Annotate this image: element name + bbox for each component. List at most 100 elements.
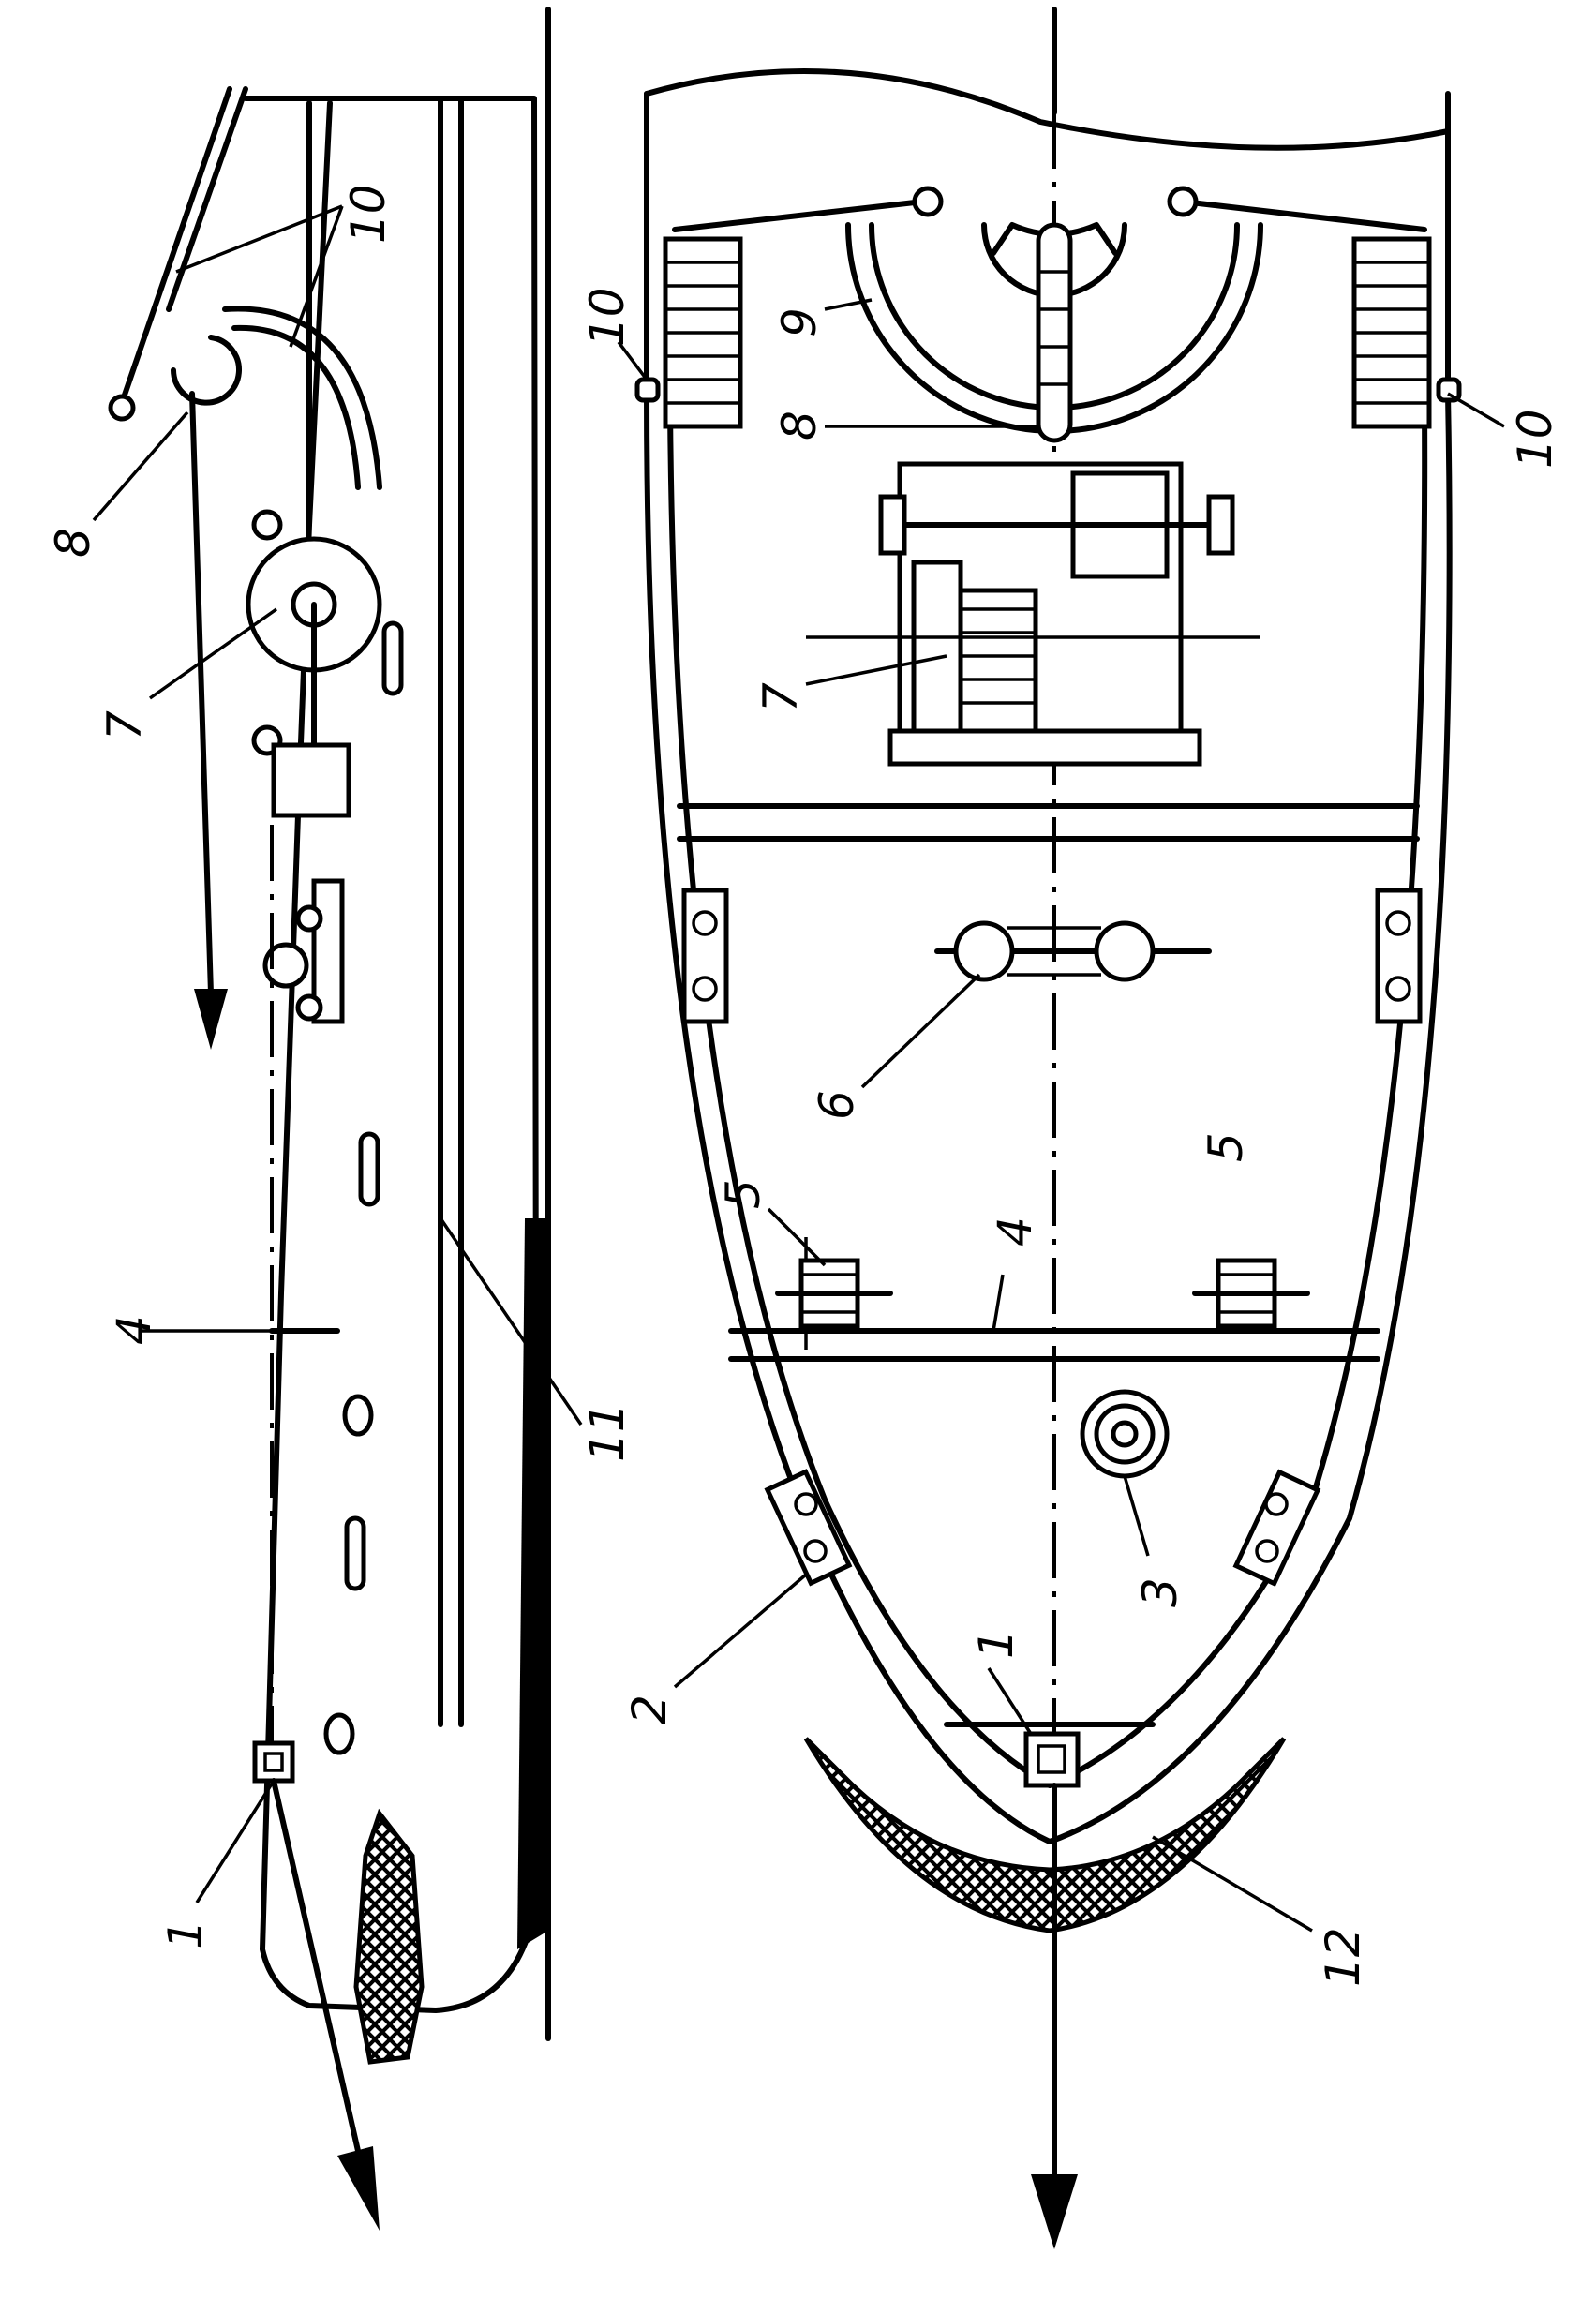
porthole-2 [358, 1131, 380, 1207]
span-wire-right [1180, 199, 1427, 232]
leader-11-side [439, 1217, 583, 1426]
callout-8-top: 8 [772, 411, 827, 440]
span-wire-left [672, 199, 931, 232]
winch-base [271, 742, 351, 818]
stanchion-10-left [634, 377, 661, 403]
span-wire-right-pulley [1167, 186, 1199, 217]
leader-8-side [92, 411, 189, 522]
leader-10-side-b [289, 205, 344, 348]
callout-12-top: 12 [1316, 1927, 1370, 1987]
side-bitt-right-upper [1375, 888, 1423, 1024]
hull-outer-top [644, 91, 1453, 1844]
towing-winch-7 [806, 461, 1260, 767]
bow-bitt-side [252, 1740, 295, 1784]
callout-10-side: 10 [341, 184, 395, 244]
leader-1-top [987, 1667, 1033, 1735]
windlass-6 [934, 920, 1212, 982]
side-bitt-left-upper-post-2 [692, 976, 718, 1002]
winch-5-right [1192, 1258, 1310, 1329]
callout-8-side: 8 [46, 528, 100, 558]
bitt-2-right-post-1 [1264, 1492, 1289, 1516]
tow-arrow-upper [194, 989, 228, 1050]
windlass-6-gypsy-left [953, 920, 1015, 982]
tow-hook-side [171, 335, 242, 406]
capstan-head [262, 942, 309, 989]
porthole-5 [323, 1712, 355, 1755]
callout-3-top: 3 [1133, 1577, 1187, 1607]
side-bitt-left-upper [681, 888, 729, 1024]
towing-winch-7-capstan-right [1206, 494, 1235, 556]
capstan-bollard-2 [295, 993, 323, 1022]
tow-line-upper [189, 391, 214, 996]
towing-arc-outer [222, 306, 382, 490]
callout-5-top-left: 5 [716, 1179, 770, 1209]
leader-3-top [1123, 1475, 1150, 1557]
callout-1-top: 1 [969, 1629, 1023, 1659]
break-line-top [644, 68, 1451, 151]
tow-arrow-top [1031, 2174, 1078, 2249]
leader-6-top [860, 973, 981, 1089]
callout-7-side: 7 [97, 710, 152, 740]
keel-shadow [517, 1218, 548, 1949]
leader-12-top [1152, 1835, 1313, 1933]
leader-4-top [992, 1274, 1005, 1332]
leader-1-side [195, 1780, 276, 1903]
bow-fender-side [353, 1808, 425, 2065]
callout-10-top-right: 10 [1508, 409, 1562, 469]
towing-frame-strut [166, 86, 248, 312]
side-bitt-right-upper-post-1 [1385, 910, 1411, 936]
bitt-2-right [1232, 1469, 1321, 1587]
callout-labels: 1 4 11 7 8 10 10 9 8 10 7 6 5 5 4 3 2 1 … [46, 184, 1562, 1987]
side-bitt-left-upper-post-1 [692, 910, 718, 936]
leader-7-top [805, 654, 947, 686]
callout-4-side: 4 [107, 1315, 161, 1345]
leader-9-top [824, 298, 873, 311]
towing-arc-inner [231, 324, 361, 490]
towing-frame [119, 86, 232, 406]
top-view [617, 7, 1505, 2249]
bitt-2-left-post-1 [794, 1492, 818, 1516]
leader-10-top-left [617, 340, 649, 381]
leader-2-top [673, 1573, 808, 1689]
towing-winch-7-base [887, 728, 1202, 767]
porthole-3 [342, 1394, 374, 1437]
bitt-2-left [764, 1469, 853, 1587]
callout-11-side: 11 [580, 1402, 634, 1462]
porthole-1 [381, 620, 404, 696]
tow-line-lower [271, 1778, 368, 2187]
hull-profile [243, 96, 539, 2013]
bitt-2-right-post-2 [1255, 1539, 1279, 1563]
tow-arrow-lower [337, 2146, 380, 2231]
hawse-3-inner [1111, 1420, 1139, 1448]
side-bitt-right-upper-post-2 [1385, 976, 1411, 1002]
callout-4-top: 4 [988, 1217, 1042, 1247]
leader-10-side-a [175, 204, 343, 274]
bow-bitt-inner-side [263, 1752, 284, 1772]
callout-10-top-left: 10 [580, 287, 634, 347]
callout-7-top: 7 [753, 682, 808, 712]
windlass-6-gypsy-right [1094, 920, 1156, 982]
bitt-2-left-post-2 [803, 1539, 828, 1563]
leader-5-top-left [767, 1207, 827, 1267]
bow-fender-top [803, 1737, 1287, 1933]
side-view [92, 7, 583, 2231]
winch-pulley-top [251, 509, 283, 541]
frame-foot [108, 394, 136, 422]
stanchion-10-right [1436, 377, 1462, 403]
capstan-bollard-1 [295, 904, 323, 933]
bow-bitt-inner-top [1037, 1744, 1066, 1774]
leader-7-side [148, 607, 278, 700]
tow-hook-shank-top [1036, 222, 1073, 443]
winch-5-left [775, 1237, 893, 1350]
bow-bitt-top [1023, 1731, 1081, 1788]
span-wire-left-pulley [912, 186, 944, 217]
callout-5-top-right: 5 [1199, 1132, 1253, 1162]
towing-winch-7-drum [958, 588, 1038, 734]
porthole-4 [344, 1515, 366, 1591]
callout-9-top: 9 [772, 307, 827, 337]
callout-2-top: 2 [622, 1694, 677, 1724]
towing-winch-7-capstan-left [878, 494, 907, 556]
callout-6-top: 6 [810, 1090, 864, 1120]
